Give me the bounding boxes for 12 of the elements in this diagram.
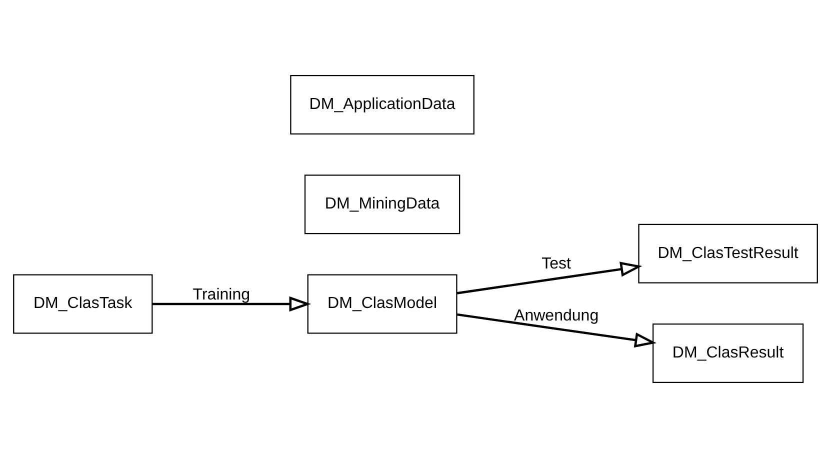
arrow: [152, 296, 312, 312]
node-box: DM_ClasTask: [13, 274, 153, 334]
arrow: [456, 313, 656, 348]
arrow: [456, 262, 642, 294]
edge-label: Anwendung: [514, 306, 599, 324]
node-box: DM_MiningData: [304, 174, 460, 234]
edge-label: Training: [192, 286, 250, 304]
node-box: DM_ClasResult: [652, 323, 804, 383]
node-box: DM_ClasModel: [307, 274, 458, 334]
node-box: DM_ClasTestResult: [638, 224, 818, 284]
node-box: DM_ApplicationData: [290, 75, 474, 135]
edge-label: Test: [542, 254, 572, 273]
